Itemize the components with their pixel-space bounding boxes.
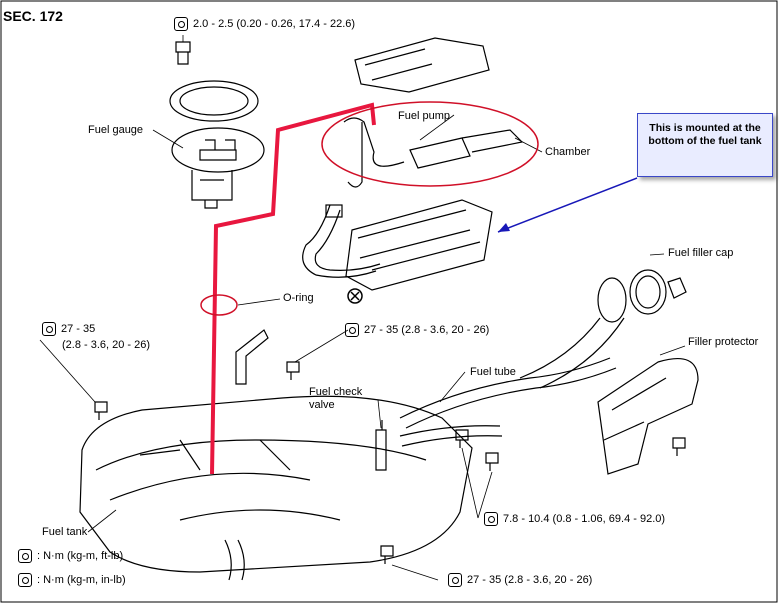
fuel-check-valve-label-1: Fuel check [309,386,363,398]
torque-bottom: 27 - 35 (2.8 - 3.6, 20 - 26) [448,573,592,587]
torque-wrench-icon [448,573,462,587]
top-bolt [175,41,191,65]
filler-ring [629,269,667,315]
filler-neck [597,277,627,323]
fuel-check-valve-label-2: valve [309,399,335,411]
right-bolt-1 [455,429,469,448]
bracket [235,329,269,385]
torque-wrench-icon [484,512,498,526]
left-bolt [94,401,108,420]
note-arrow-head-icon [498,223,510,232]
note-arrow [497,177,638,233]
torque-wrench-icon [18,573,32,587]
fuel-tube [399,357,617,429]
center-bolt [286,361,300,380]
torque-left-line2: (2.8 - 3.6, 20 - 26) [62,339,151,351]
fuel-pump-label: Fuel pump [398,110,450,122]
torque-right: 7.8 - 10.4 (0.8 - 1.06, 69.4 - 92.0) [484,512,665,526]
torque-wrench-icon [42,322,56,336]
o-ring-label: O-ring [283,292,314,304]
torque-wrench-icon [18,549,32,563]
leader-lines [39,35,686,581]
torque-top: 2.0 - 2.5 (0.20 - 0.26, 17.4 - 22.6) [174,17,355,31]
fuel-filler-cap-label: Fuel filler cap [668,247,734,259]
torque-wrench-icon [345,323,359,337]
legend-ftlb: : N·m (kg-m, ft-lb) [18,549,123,563]
chamber-top [354,37,490,93]
filler-protector [597,358,699,475]
right-bolt-2 [485,452,499,471]
replace-cross-icon [350,291,360,301]
gauge-gasket [169,80,259,122]
fuel-gauge-plate [171,127,265,173]
bottom-bolt [380,545,394,564]
section-label: SEC. 172 [3,8,63,24]
filler-cap [667,277,687,299]
torque-left: 27 - 35 [42,322,95,336]
legend-inlb: : N·m (kg-m, in-lb) [18,573,126,587]
protector-bolt [672,437,686,456]
linework [79,37,699,581]
o-ring-callout [200,294,238,316]
fuel-tank [79,395,473,573]
fuel-pump [409,129,524,169]
chamber-hose [302,204,377,278]
chamber-tray [345,199,493,291]
chamber-label: Chamber [545,146,591,158]
torque-center: 27 - 35 (2.8 - 3.6, 20 - 26) [345,323,489,337]
fuel-check-valve [375,420,387,471]
fuel-tank-label: Fuel tank [42,526,88,538]
fuel-pump-callout [321,101,539,187]
mount-note: This is mounted at the bottom of the fue… [637,113,773,177]
fuel-gauge-label: Fuel gauge [88,124,144,136]
fuel-tube-label: Fuel tube [470,366,516,378]
filler-protector-label: Filler protector [688,336,759,348]
torque-wrench-icon [174,17,188,31]
replace-icon [347,288,363,304]
